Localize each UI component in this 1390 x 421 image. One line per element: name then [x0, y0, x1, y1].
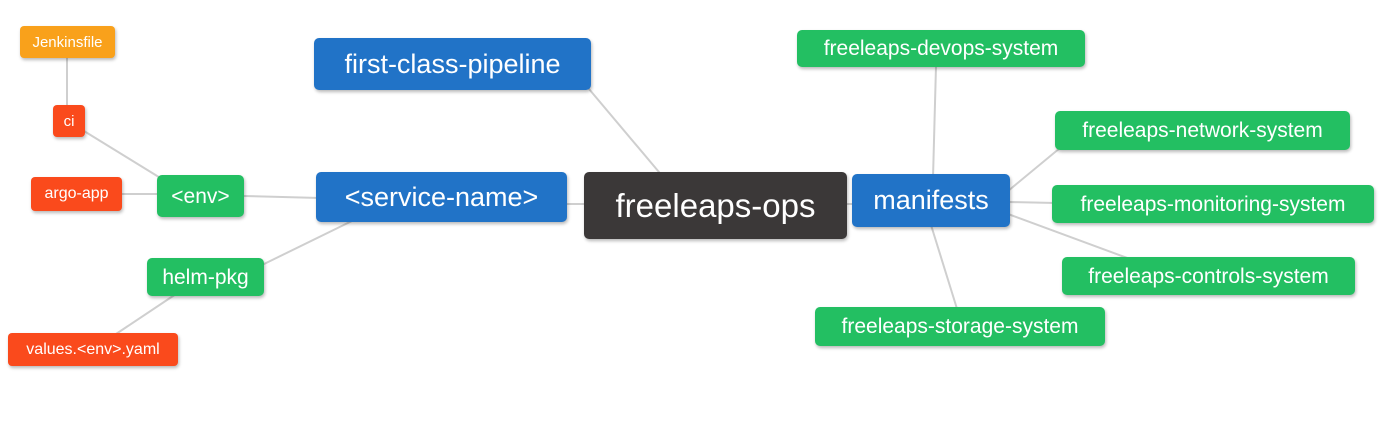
node-monitoring-system[interactable]: freeleaps-monitoring-system	[1052, 185, 1374, 223]
edge-manifests-monitoring-system	[1007, 201, 1057, 204]
node-storage-system[interactable]: freeleaps-storage-system	[815, 307, 1105, 346]
node-controls-system[interactable]: freeleaps-controls-system	[1062, 257, 1355, 295]
edge-manifests-storage-system	[930, 224, 959, 313]
edge-helm-pkg-values-env-yaml	[115, 293, 177, 335]
edge-root-first-class-pipeline	[588, 88, 665, 179]
edge-manifests-network-system	[1007, 147, 1061, 192]
node-env[interactable]: <env>	[157, 175, 244, 217]
node-network-system[interactable]: freeleaps-network-system	[1055, 111, 1350, 150]
node-root-freeleaps-ops[interactable]: freeleaps-ops	[584, 172, 847, 239]
node-values-env-yaml[interactable]: values.<env>.yaml	[8, 333, 178, 366]
node-helm-pkg[interactable]: helm-pkg	[147, 258, 264, 296]
edge-service-name-env	[242, 195, 321, 199]
edge-manifests-controls-system	[1007, 213, 1131, 260]
node-first-class-pipeline[interactable]: first-class-pipeline	[314, 38, 591, 90]
node-devops-system[interactable]: freeleaps-devops-system	[797, 30, 1085, 67]
node-jenkinsfile[interactable]: Jenkinsfile	[20, 26, 115, 58]
node-manifests[interactable]: manifests	[852, 174, 1010, 227]
edge-manifests-devops-system	[932, 65, 937, 179]
node-service-name[interactable]: <service-name>	[316, 172, 567, 222]
node-argo-app[interactable]: argo-app	[31, 177, 122, 211]
node-ci[interactable]: ci	[53, 105, 85, 137]
edge-service-name-helm-pkg	[261, 218, 357, 266]
